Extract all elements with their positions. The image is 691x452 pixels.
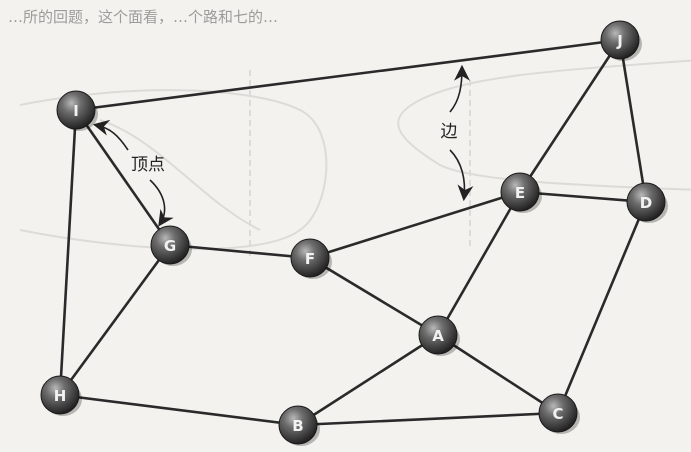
vertex-annotation: 顶点 [92,119,174,227]
node-sphere [500,172,540,212]
vertex-arrow-to-g [149,179,174,227]
node-label: F [305,250,315,268]
edge-j-d [618,38,648,204]
node-sphere [56,90,96,130]
node-label: B [292,417,303,435]
node-j: J [600,20,642,61]
node-sphere [418,315,458,355]
edge-g-h [58,243,172,397]
node-e: E [500,172,542,213]
edge-d-c [556,200,648,415]
edge-h-b [58,393,300,427]
edge-i-j [74,38,622,112]
node-i: I [56,90,98,131]
node-sphere [150,225,190,265]
node-layer: I J G F E D A H B C [40,20,668,446]
edge-arrow-to-fe [449,149,474,202]
node-a: A [418,315,460,356]
edge-a-b [296,333,440,427]
node-label: E [515,184,525,202]
node-sphere [40,375,80,415]
node-g: G [150,225,192,266]
node-label: C [552,405,563,423]
node-sphere [278,405,318,445]
background-sketch [19,59,691,260]
node-sphere [538,393,578,433]
edge-layer [58,38,648,427]
edge-e-a [436,190,522,337]
edge-i-g [74,108,172,247]
edge-annotation: 边 [441,64,474,202]
edge-b-c [296,411,560,427]
edge-f-e [308,190,522,260]
edge-i-h [58,108,78,397]
edge-f-a [308,256,440,337]
node-label: D [640,194,652,212]
node-b: B [278,405,320,446]
vertex-arrow-to-i [92,119,129,151]
edge-g-f [168,243,312,260]
edge-a-c [436,333,560,415]
header-text: …所的回题，这个面看，…个路和七的… [8,8,278,26]
edge-j-e [518,38,622,194]
edge-e-d [518,190,648,204]
node-label: A [432,327,444,345]
node-label: H [54,387,67,405]
node-d: D [626,182,668,223]
node-c: C [538,393,580,434]
vertex-label: 顶点 [131,155,165,175]
node-f: F [290,238,332,279]
edge-arrow-to-ij [449,64,470,113]
node-label: I [73,102,79,120]
node-sphere [626,182,666,222]
node-h: H [40,375,82,416]
node-sphere [290,238,330,278]
node-label: J [616,32,623,50]
node-sphere [600,20,640,60]
node-label: G [164,237,176,255]
edge-label: 边 [441,122,458,142]
